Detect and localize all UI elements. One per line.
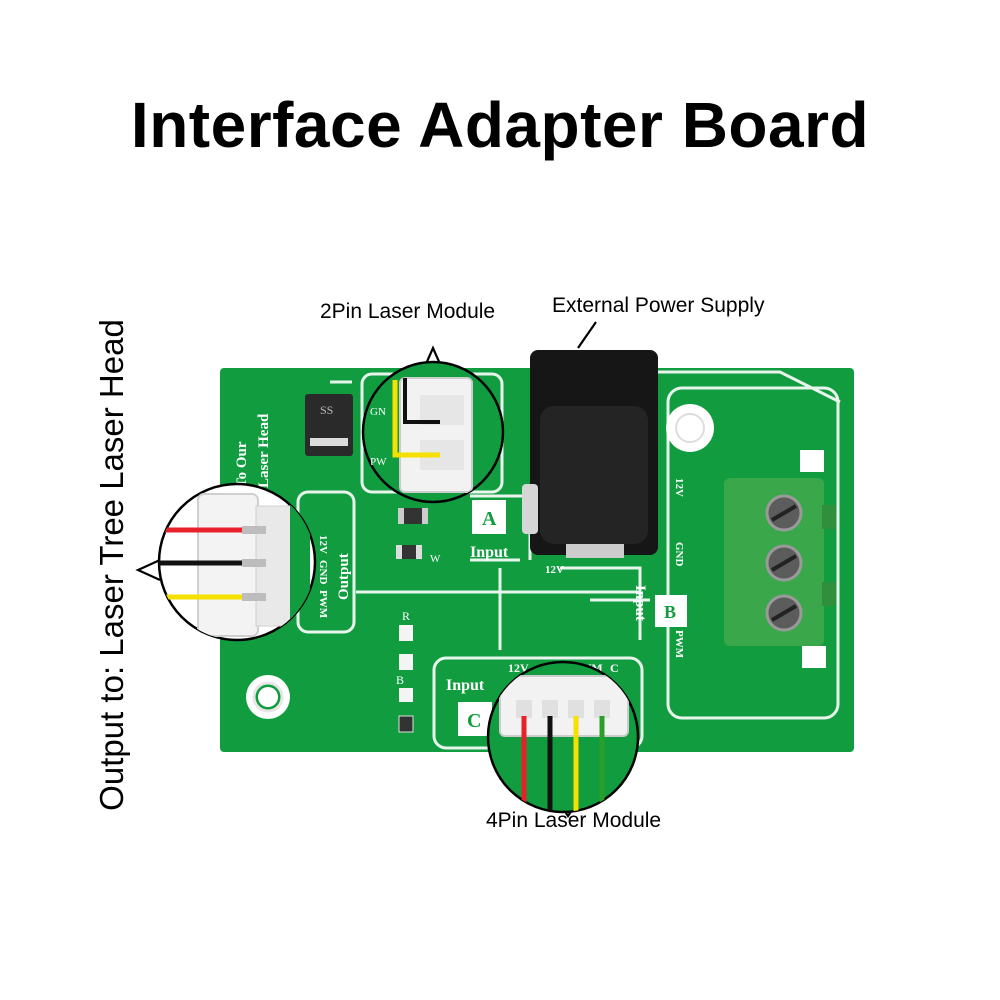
silk-b-input: Input [632,585,648,621]
screw-terminal-block [724,450,836,668]
silk-c-letter: C [467,710,481,732]
zoom-4pin-connector [486,660,640,814]
silk-b-mark: B [396,673,404,687]
silk-out-pwm: PWM [317,590,329,619]
silk-b-pwm: PWM [673,630,685,659]
dc-power-jack [522,350,658,558]
smd-components [396,508,428,733]
silk-c-c: C [610,661,619,675]
zoom-2pin-connector: GN PW [361,360,505,504]
silk-output: Output [336,553,352,600]
silk-c-12v: 12V [508,661,529,675]
silk-c-input: Input [446,677,485,694]
silk-to-our: To Our [234,441,250,488]
silk-r-mark: R [402,609,410,623]
silk-a-12v: 12V [545,564,564,576]
svg-text:PW: PW [370,456,387,468]
callout-4pin-laser-module: 4Pin Laser Module [486,809,662,832]
silk-b-gnd: GND [673,542,685,567]
callout-external-power-supply: External Power Supply [552,294,765,317]
silk-a-input: Input [470,544,509,561]
silk-b-letter: B [664,602,676,622]
silk-a-letter: A [482,508,497,530]
silk-out-12v: 12V [317,535,329,554]
diode-label: SS [320,403,333,417]
page-title: Interface Adapter Board [130,89,870,161]
callout-2pin-laser-module: 2Pin Laser Module [320,300,496,323]
silk-laser-head: Laser Head [256,413,272,488]
zoom-output-connector [157,482,317,642]
silk-w-mark: W [430,553,441,565]
silk-out-gnd: GND [317,560,329,585]
silk-b-12v: 12V [673,478,685,497]
svg-text:GN: GN [370,406,386,418]
